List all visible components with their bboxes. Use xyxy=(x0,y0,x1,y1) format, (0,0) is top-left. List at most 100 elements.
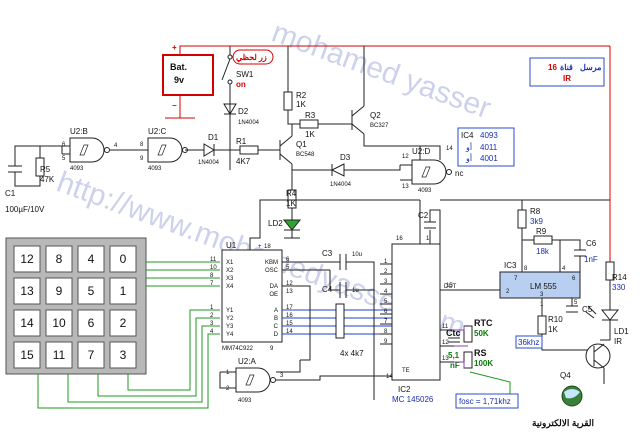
r2-value: 1K xyxy=(296,100,306,109)
key-face xyxy=(13,341,41,369)
diode-d2: D2 1N4004 xyxy=(223,103,260,126)
battery-volts: 9v xyxy=(174,75,184,85)
key-face xyxy=(13,309,41,337)
u1-pin-left-num: 10 xyxy=(210,265,217,271)
c3-value: 10u xyxy=(352,252,362,258)
u2a-pin1: 1 xyxy=(226,370,230,376)
u1-pin-left-num: 11 xyxy=(210,257,217,263)
key-face xyxy=(45,309,73,337)
keypad-key: 7 xyxy=(77,341,105,369)
key-label: 1 xyxy=(120,284,127,298)
resistor-r2: R2 1K xyxy=(283,91,307,111)
ic2-part: MC 145026 xyxy=(392,395,434,404)
capacitor-c2: C2 xyxy=(418,211,436,229)
q2-type: BC327 xyxy=(370,123,389,129)
key-face xyxy=(109,309,137,337)
u1-pin-left-num: 8 xyxy=(210,273,214,279)
ic2-name: IC2 xyxy=(398,385,411,394)
u2c-pin9: 9 xyxy=(140,156,144,162)
u1-pin-left: Y2 xyxy=(226,316,234,322)
keypad-key: 3 xyxy=(109,341,137,369)
key-face xyxy=(13,277,41,305)
u2b-pin4: 4 xyxy=(114,143,118,149)
dout-label: DUT xyxy=(444,284,457,290)
u2a-part: 4093 xyxy=(238,398,252,404)
fosc-text: fosc = 1,71khz xyxy=(459,397,511,406)
gate-u2d: U2:D 4093 nc 12 13 14 xyxy=(402,146,463,194)
freq-text: 36khz xyxy=(518,338,539,347)
rtc-name: RTC xyxy=(474,318,493,328)
gate-u2b: U2:B 4093 xyxy=(69,127,110,172)
key-face xyxy=(77,277,105,305)
u2b-pin6: 6 xyxy=(62,142,66,148)
ic3-pin-num: 7 xyxy=(514,276,518,282)
title-word-transmitter: مرسل xyxy=(580,63,601,73)
ic2-pin-num: 5 xyxy=(384,299,388,305)
u1-pin-right-num: 5 xyxy=(286,265,290,271)
ic4-or2: أو xyxy=(465,152,472,163)
title-frame xyxy=(529,57,605,87)
key-face xyxy=(77,245,105,273)
keypad-key: 13 xyxy=(13,277,41,305)
ic2-pin-num: 7 xyxy=(384,319,388,325)
resistor-r14: R14 330 xyxy=(605,261,627,292)
u1-pin-right-num: 6 xyxy=(286,257,290,263)
r14-name: R14 xyxy=(612,273,627,282)
capacitor-c6: C6 1nF xyxy=(574,239,598,264)
c1-value: 100µF/10V xyxy=(5,205,45,214)
u1-pin-left-num: 7 xyxy=(210,281,214,287)
resistor-r4: R4 1K xyxy=(286,189,297,209)
keypad-key: 6 xyxy=(77,309,105,337)
switch-arabic-label: زر لحظي xyxy=(236,53,267,63)
u1-pin-left: Y3 xyxy=(226,324,234,330)
u1-pin-left: Y4 xyxy=(226,332,234,338)
fosc-box: fosc = 1,71khz xyxy=(455,371,519,409)
key-label: 12 xyxy=(20,252,34,266)
q4-name: Q4 xyxy=(560,371,571,380)
switch-state: on xyxy=(236,80,246,89)
led-ld2: LD2 xyxy=(268,219,302,231)
key-face xyxy=(109,341,137,369)
switch-label-bubble xyxy=(232,49,274,65)
battery-minus: − xyxy=(172,101,177,110)
ic2-te-num: 14 xyxy=(386,374,393,380)
ic3-body xyxy=(499,271,581,299)
u1-pin-left: Y1 xyxy=(226,308,234,314)
key-face xyxy=(77,309,105,337)
u1-pin-left: X2 xyxy=(226,268,234,274)
ic2-osc-pin: 13 xyxy=(442,356,449,362)
u1-pin-right-num: 16 xyxy=(286,313,293,319)
key-label: 8 xyxy=(56,252,63,266)
key-label: 13 xyxy=(20,284,34,298)
ic-lm555: IC3 LM 555 xyxy=(499,261,581,299)
d1-type: 1N4004 xyxy=(198,160,220,166)
ic2-pin-num: 2 xyxy=(384,269,388,275)
transistor-q4: Q4 xyxy=(560,343,611,380)
keypad-key: 8 xyxy=(45,245,73,273)
u2a-pin3: 3 xyxy=(280,373,284,379)
gate-u2a: U2:A 4093 1 2 3 xyxy=(226,357,284,404)
ic3-pin-num: 8 xyxy=(524,266,528,272)
key-label: 2 xyxy=(120,316,127,330)
r10-name: R10 xyxy=(548,315,563,324)
key-face xyxy=(109,277,137,305)
r5-value: 47K xyxy=(40,175,55,184)
key-label: 15 xyxy=(20,348,34,362)
r4-value: 1K xyxy=(286,199,296,208)
u1-plus: + xyxy=(258,244,262,250)
ctc-unit: nF xyxy=(450,361,460,370)
rtc-value: 50K xyxy=(474,329,489,338)
c4-name: C4 xyxy=(322,285,333,294)
u2a-pin2: 2 xyxy=(226,386,230,392)
u2a-name: U2:A xyxy=(238,357,256,366)
ic2-pin-num: 4 xyxy=(384,289,388,295)
ld1-name: LD1 xyxy=(614,327,629,336)
led-ld1: LD1 IR xyxy=(585,305,629,346)
title-ir: IR xyxy=(563,74,571,83)
ic2-pin-num: 3 xyxy=(384,279,388,285)
u1-pin-right-num: 13 xyxy=(286,289,293,295)
u2c-pin8: 8 xyxy=(140,142,144,148)
c1-name: C1 xyxy=(5,189,16,198)
d3-type: 1N4004 xyxy=(330,182,352,188)
